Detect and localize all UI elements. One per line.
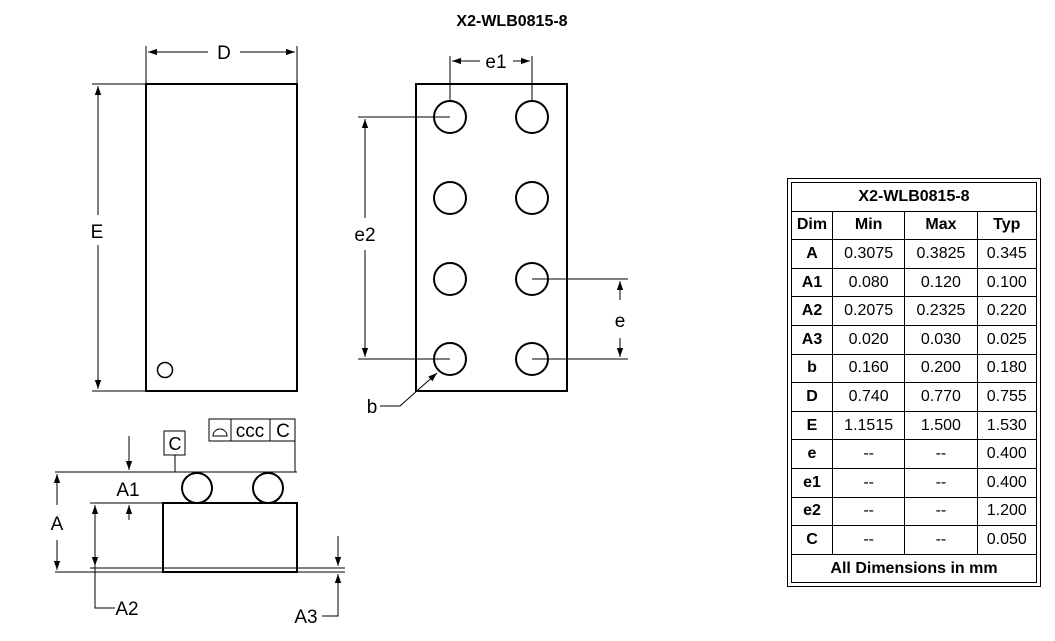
dim-value-cell: 0.050 bbox=[976, 525, 1038, 555]
dim-name-cell: A1 bbox=[791, 267, 833, 298]
side-view bbox=[53, 418, 345, 617]
dim-value-cell: 0.3825 bbox=[904, 239, 978, 269]
bottom-view-body bbox=[415, 83, 568, 392]
dim-value-cell: 0.220 bbox=[976, 296, 1038, 326]
table-row: C----0.050 bbox=[791, 525, 1038, 555]
dim-value-cell: 0.080 bbox=[831, 267, 906, 298]
dim-value-cell: -- bbox=[831, 467, 906, 498]
dim-value-cell: 1.500 bbox=[904, 410, 978, 441]
label-e1: e1 bbox=[485, 52, 506, 73]
dim-value-cell: 0.2325 bbox=[904, 296, 978, 326]
dim-value-cell: 0.160 bbox=[831, 353, 906, 384]
table-row: e----0.400 bbox=[791, 439, 1038, 469]
top-view bbox=[92, 46, 298, 392]
dim-value-cell: 0.400 bbox=[976, 439, 1038, 469]
dim-value-cell: 0.740 bbox=[831, 382, 906, 412]
dim-name-cell: b bbox=[791, 353, 833, 384]
dim-value-cell: 0.345 bbox=[976, 239, 1038, 269]
table-row: e2----1.200 bbox=[791, 496, 1038, 527]
side-ball bbox=[252, 472, 284, 504]
dim-value-cell: 0.180 bbox=[976, 353, 1038, 384]
label-A2: A2 bbox=[115, 599, 138, 620]
tolerance-datum: C bbox=[276, 421, 290, 442]
dim-value-cell: 0.770 bbox=[904, 382, 978, 412]
dim-name-cell: e2 bbox=[791, 496, 833, 527]
dim-name-cell: A bbox=[791, 239, 833, 269]
dim-name-cell: E bbox=[791, 410, 833, 441]
label-e: e bbox=[615, 311, 626, 332]
bottom-view bbox=[358, 56, 628, 407]
ball bbox=[433, 181, 467, 215]
tolerance-frame bbox=[208, 418, 296, 442]
dim-name-cell: C bbox=[791, 525, 833, 555]
dim-value-cell: 0.2075 bbox=[831, 296, 906, 326]
label-A: A bbox=[51, 514, 64, 535]
drawing-title: X2-WLB0815-8 bbox=[456, 13, 567, 30]
label-e2: e2 bbox=[354, 225, 375, 246]
dim-value-cell: 0.400 bbox=[976, 467, 1038, 498]
pin1-marker bbox=[156, 361, 174, 379]
dim-value-cell: 0.755 bbox=[976, 382, 1038, 412]
ball bbox=[515, 181, 549, 215]
dim-value-cell: 0.100 bbox=[976, 267, 1038, 298]
dim-name-cell: A2 bbox=[791, 296, 833, 326]
dim-name-cell: D bbox=[791, 382, 833, 412]
col-header-max: Max bbox=[904, 210, 978, 241]
dim-value-cell: 0.030 bbox=[904, 324, 978, 355]
dim-value-cell: 0.020 bbox=[831, 324, 906, 355]
table-title: X2-WLB0815-8 bbox=[791, 182, 1037, 212]
col-header-typ: Typ bbox=[976, 210, 1038, 241]
dim-name-cell: e bbox=[791, 439, 833, 469]
flatness-icon bbox=[212, 428, 228, 437]
col-header-min: Min bbox=[831, 210, 906, 241]
ball bbox=[515, 100, 549, 134]
tolerance-value: ccc bbox=[236, 421, 265, 442]
dim-value-cell: -- bbox=[904, 525, 978, 555]
dim-value-cell: -- bbox=[904, 439, 978, 469]
label-A3: A3 bbox=[294, 607, 317, 628]
dim-name-cell: e1 bbox=[791, 467, 833, 498]
table-row: e1----0.400 bbox=[791, 467, 1038, 498]
side-ball bbox=[181, 472, 213, 504]
datum-c-label: C bbox=[169, 434, 182, 454]
side-view-body bbox=[162, 502, 298, 573]
dim-value-cell: 1.1515 bbox=[831, 410, 906, 441]
table-footer: All Dimensions in mm bbox=[791, 553, 1037, 584]
ball bbox=[433, 262, 467, 296]
dim-value-cell: -- bbox=[831, 439, 906, 469]
dim-value-cell: -- bbox=[904, 496, 978, 527]
dim-value-cell: 0.120 bbox=[904, 267, 978, 298]
dim-value-cell: -- bbox=[904, 467, 978, 498]
top-view-body bbox=[145, 83, 298, 392]
dim-value-cell: 0.025 bbox=[976, 324, 1038, 355]
label-b: b bbox=[367, 397, 378, 418]
dim-value-cell: -- bbox=[831, 525, 906, 555]
label-D: D bbox=[217, 43, 231, 64]
dim-value-cell: -- bbox=[831, 496, 906, 527]
solder-balls bbox=[433, 100, 549, 376]
dim-value-cell: 1.530 bbox=[976, 410, 1038, 441]
dim-value-cell: 0.200 bbox=[904, 353, 978, 384]
dim-value-cell: 0.3075 bbox=[831, 239, 906, 269]
col-header-dim: Dim bbox=[791, 210, 833, 241]
label-A1: A1 bbox=[116, 480, 139, 501]
dim-name-cell: A3 bbox=[791, 324, 833, 355]
label-E: E bbox=[91, 222, 104, 243]
dim-value-cell: 1.200 bbox=[976, 496, 1038, 527]
